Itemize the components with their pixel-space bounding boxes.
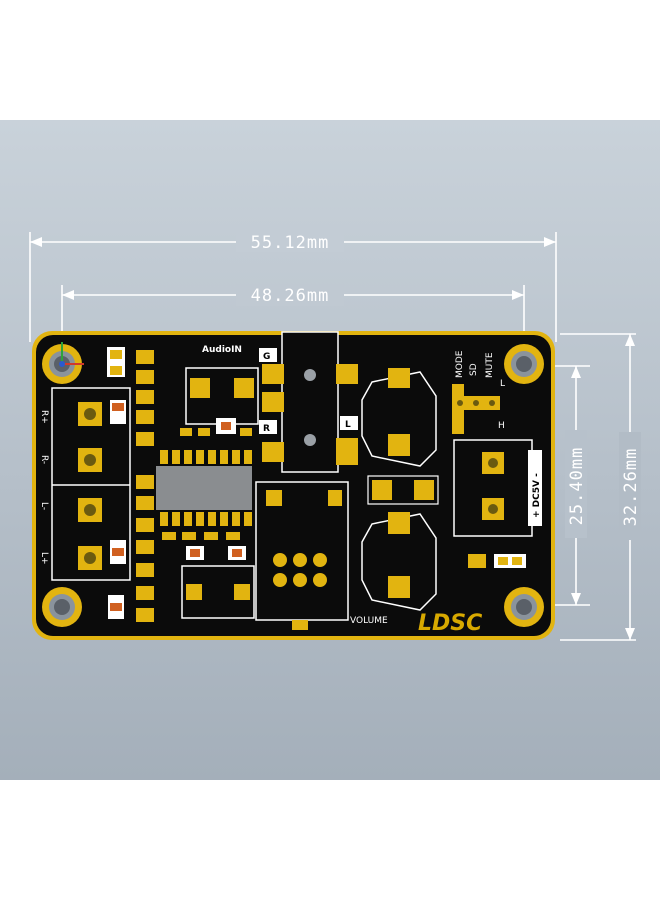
mode-jumper-header [452,384,500,434]
label-dc5v: + DC5V - [532,473,542,518]
label-level-h: H [498,421,505,431]
volume-potentiometer [255,481,349,630]
mounting-hole-top-right [504,344,544,384]
label-input-l: L [345,420,351,430]
pcb-board [32,331,555,640]
brand-logo: LDSC [418,611,482,636]
passive-components-left [107,347,154,622]
components-below-ic [162,532,246,560]
diagram-background: 55.12mm 48.26mm 25.40mm 32.26mm R+ [0,120,660,780]
label-level-l: L [500,379,505,389]
led-component [468,554,526,568]
speaker-output-terminal [51,387,131,581]
label-input-r: R [263,424,270,434]
label-r-minus: R- [39,455,49,464]
label-volume: VOLUME [350,616,388,626]
origin-axis-icon [59,342,84,367]
audio-in-jack [262,331,358,473]
dimension-arrows [30,237,635,640]
mounting-hole-bottom-left [42,587,82,627]
label-r-plus: R+ [39,410,49,424]
label-l-plus: L+ [39,552,49,565]
inductor [367,475,439,505]
dimension-hole-spacing-x: 48.26mm [251,286,330,306]
label-audio-in: AudioIN [202,345,242,355]
label-input-g: G [263,352,270,362]
capacitor-top [361,368,437,467]
dimension-overall-width: 55.12mm [251,233,330,253]
dc5v-power-connector [453,439,542,537]
amplifier-ic [156,450,252,526]
dimension-overall-height: 32.26mm [621,448,641,527]
label-l-minus: L- [39,502,49,510]
label-mute: MUTE [485,352,495,378]
label-mode: MODE [455,350,465,378]
dimension-hole-spacing-y: 25.40mm [567,447,587,526]
capacitor-bottom [361,512,437,611]
mounting-hole-bottom-right [504,587,544,627]
pcb-dimension-drawing: 55.12mm 48.26mm 25.40mm 32.26mm R+ [29,230,641,641]
label-sd: SD [469,363,479,376]
